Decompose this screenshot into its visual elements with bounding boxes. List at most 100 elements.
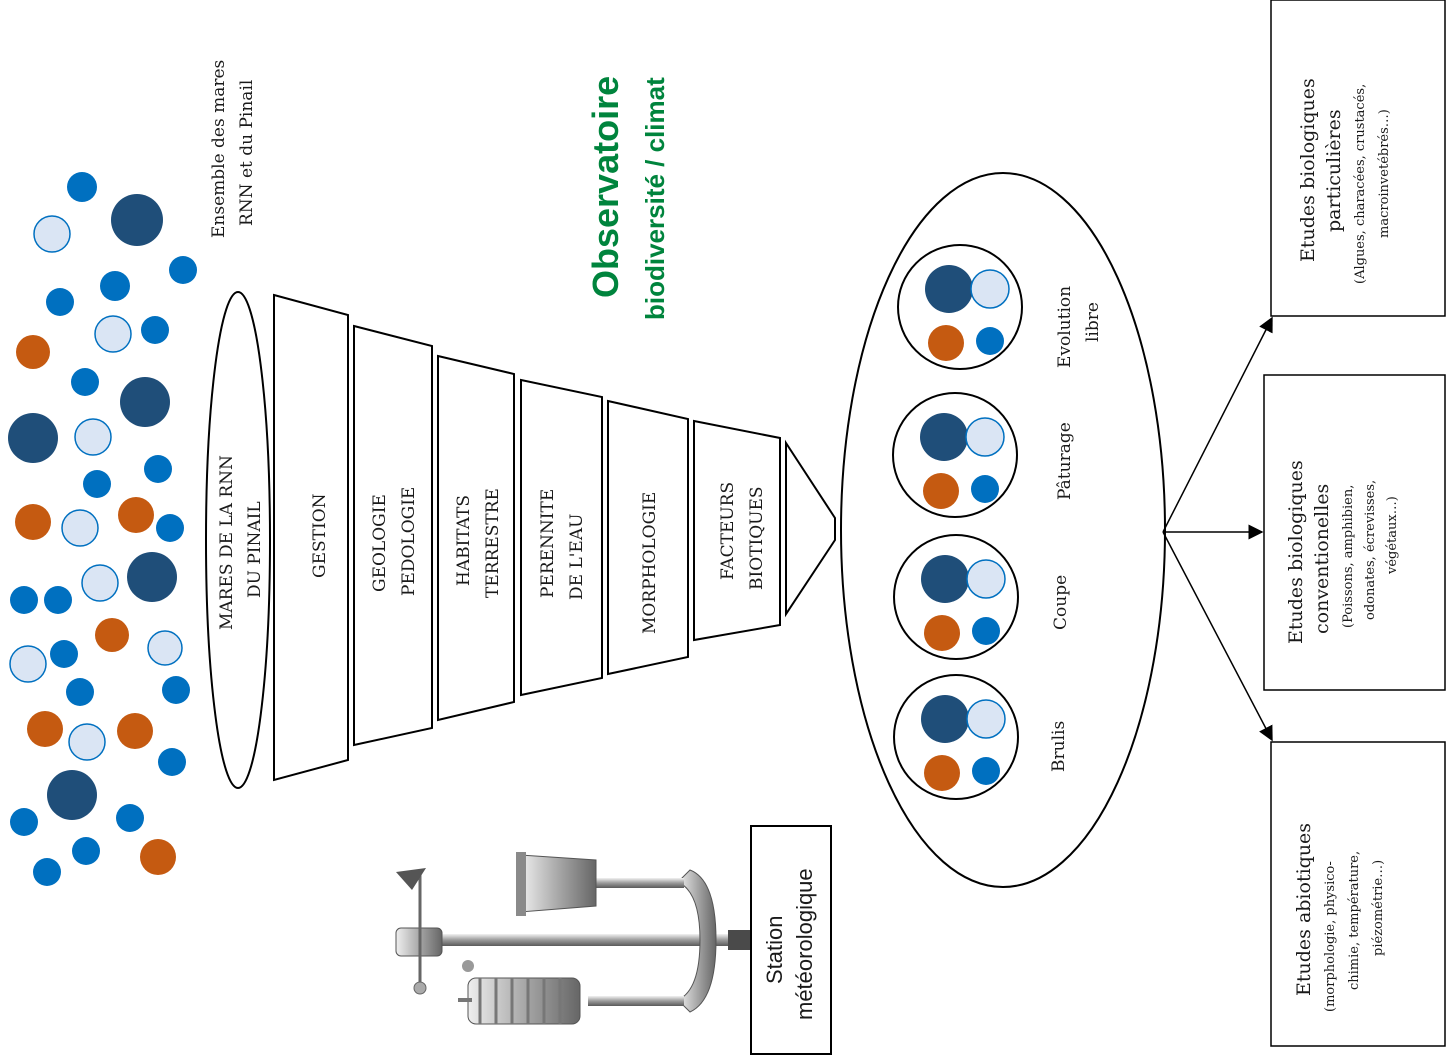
study-box-conventional (1263, 374, 1446, 691)
pond-dot (95, 618, 129, 652)
funnel-mouth-ellipse (205, 291, 271, 789)
treatment-dot (921, 555, 969, 603)
treatment-dot (972, 757, 1000, 785)
segment-label-geologie-2: PEDOLOGIE (399, 487, 419, 596)
segment-label-perennite-2: DE L'EAU (567, 514, 587, 600)
pond-dot (15, 504, 51, 540)
treatment-dot (925, 265, 973, 313)
pond-dot (72, 837, 100, 865)
study-particular-line2: particulières (1323, 109, 1345, 232)
observatoire-title: Observatoire (585, 76, 626, 298)
study-particular-title: Etudes biologiques (1297, 78, 1319, 262)
funnel-segment-perennite (520, 378, 603, 697)
pond-dot (68, 723, 106, 761)
pond-dot (127, 552, 177, 602)
arrow-to-particular (1162, 316, 1273, 533)
pond-dot (118, 497, 154, 533)
study-abiotic-detail3: piézométrie…) (1371, 860, 1386, 956)
pond-dot (120, 377, 170, 427)
pond-dot (10, 586, 38, 614)
pond-dot (140, 839, 176, 875)
treatment-dot (924, 615, 960, 651)
treatment-dot (966, 559, 1006, 599)
pond-dot (44, 586, 72, 614)
station-label-line2: météorologique (792, 868, 817, 1020)
treatment-label-paturage: Pâturage (1055, 422, 1075, 500)
funnel-mouth-line2: DU PINAIL (245, 501, 265, 598)
segment-label-facteurs-2: BIOTIQUES (747, 486, 767, 590)
study-box-abiotic (1270, 741, 1446, 1047)
treatment-dot (923, 473, 959, 509)
pond-dot (81, 564, 119, 602)
study-box-particular (1270, 0, 1446, 317)
pond-dot (33, 858, 61, 886)
study-abiotic-detail1: (morphologie, physico- (1323, 861, 1338, 1012)
pond-dot (27, 711, 63, 747)
pond-dot (100, 271, 130, 301)
station-label-box (750, 825, 832, 1055)
station-label-line1: Station (762, 916, 787, 985)
treatment-dot (920, 413, 968, 461)
pond-dot (16, 335, 50, 369)
pond-dot (33, 215, 71, 253)
pool-heading-line2: RNN et du Pinail (237, 80, 257, 226)
treatment-dot (970, 269, 1010, 309)
funnel-segment-gestion (273, 293, 349, 782)
funnel-segment-habitats (437, 354, 515, 722)
study-conventional-detail2: odonates, écrevisses, (1363, 480, 1378, 620)
pond-dot (94, 315, 132, 353)
pond-dot (169, 256, 197, 284)
funnel-spout (785, 439, 836, 618)
study-particular-detail1: (Algues, characées, crustacés, (1353, 84, 1368, 284)
funnel-mouth-line1: MARES DE LA RNN (217, 455, 237, 630)
pond-dot (147, 630, 183, 666)
treatment-groups (892, 244, 1023, 800)
treatment-dot (921, 695, 969, 743)
treatment-dot (972, 617, 1000, 645)
pond-dot (141, 316, 169, 344)
pond-dot (10, 808, 38, 836)
segment-label-gestion: GESTION (310, 493, 330, 578)
observatoire-subtitle: biodiversité / climat (640, 77, 670, 320)
treatment-dot (928, 325, 964, 361)
pond-dot (9, 645, 47, 683)
treatment-label-evolution-2: libre (1083, 302, 1103, 342)
pond-dot (71, 368, 99, 396)
treatment-dot (965, 417, 1005, 457)
study-abiotic-detail2: chimie, température, (1347, 851, 1362, 990)
funnel-segment-facteurs (693, 419, 781, 642)
pond-dot (158, 748, 186, 776)
pond-dot (66, 678, 94, 706)
treatment-label-coupe: Coupe (1051, 575, 1071, 630)
segment-label-perennite-1: PERENNITE (538, 489, 558, 598)
arrow-to-abiotic (1162, 531, 1273, 742)
pond-dot (50, 640, 78, 668)
segment-label-morphologie: MORPHOLOGIE (640, 492, 660, 634)
segment-label-habitats-1: HABITATS (454, 495, 474, 586)
pond-dot (74, 418, 112, 456)
treatment-label-evolution-1: Evolution (1055, 286, 1075, 368)
pond-dot (116, 804, 144, 832)
treatment-dot (976, 327, 1004, 355)
treatment-dot (971, 475, 999, 503)
pond-dot (61, 509, 99, 547)
weather-station-illustration (395, 852, 754, 1025)
treatment-label-brulis: Brulis (1049, 721, 1069, 772)
pond-cloud (8, 172, 197, 886)
funnel-segment-morphologie (607, 399, 689, 676)
study-conventional-title: Etudes biologiques (1285, 460, 1307, 644)
funnel-segment-geologie (353, 324, 433, 747)
pond-dot (46, 288, 74, 316)
pond-dot (162, 676, 190, 704)
pond-dot (111, 194, 163, 246)
pond-dot (83, 470, 111, 498)
study-particular-detail2: macroinvetébrés…) (1377, 109, 1392, 238)
pond-dot (117, 713, 153, 749)
segment-label-habitats-2: TERRESTRE (483, 488, 503, 598)
study-conventional-detail1: (Poissons, amphibien, (1341, 485, 1356, 628)
pool-heading-line1: Ensemble des mares (209, 60, 229, 238)
pond-dot (144, 455, 172, 483)
pond-dot (8, 413, 58, 463)
segment-label-facteurs-1: FACTEURS (718, 482, 738, 580)
